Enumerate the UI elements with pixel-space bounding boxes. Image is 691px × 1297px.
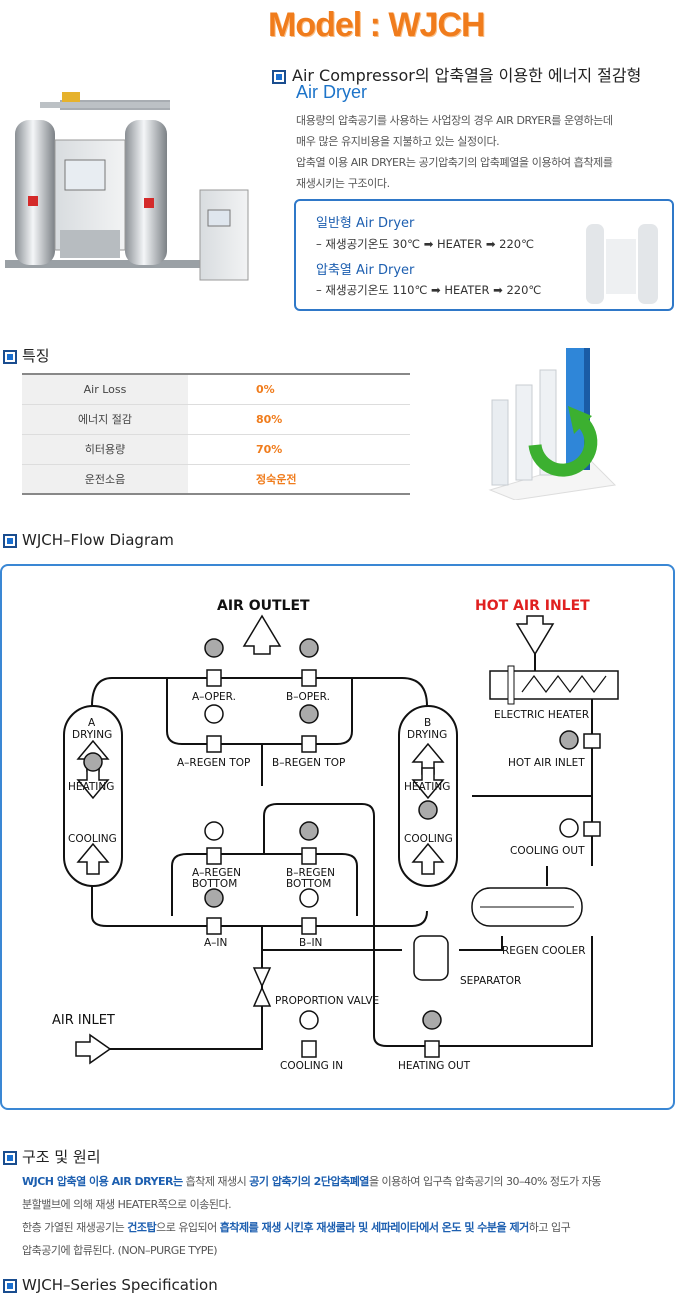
description-line: 매우 많은 유지비용을 지불하고 있는 실정이다.	[296, 135, 500, 148]
feature-value: 정숙운전	[188, 464, 410, 495]
tower-a-cooling: COOLING	[68, 833, 117, 845]
square-bullet-icon	[272, 69, 286, 84]
comparison-box: 일반형 Air Dryer – 재생공기온도 30℃ ➡ HEATER ➡ 22…	[294, 199, 674, 311]
compression-dryer-title: 압축열 Air Dryer	[316, 263, 415, 278]
b-oper-label: B–OPER.	[286, 691, 330, 703]
a-in-label: A–IN	[204, 937, 227, 949]
tower-b-drying: DRYING	[407, 729, 447, 741]
features-section-title: 특징	[3, 345, 50, 366]
feature-label: 에너지 절감	[22, 404, 188, 435]
square-bullet-icon	[3, 349, 17, 364]
highlight-text: 흡착제를 재생 시킨후 재생쿨라 및 세파레이타에서 온도 및 수분을 제거	[219, 1221, 529, 1234]
a-oper-label: A–OPER.	[192, 691, 236, 703]
principle-text: WJCH 압축열 이용 AIR DRYER는 흡착제 재생시 공기 압축기의 2…	[22, 1170, 682, 1262]
b-regen-bottom-label: B–REGEN	[286, 867, 335, 879]
air-outlet-label: AIR OUTLET	[217, 598, 310, 614]
separator-label: SEPARATOR	[460, 975, 521, 987]
principle-line: 분할밸브에 의해 재생 HEATER쪽으로 이송된다.	[22, 1198, 232, 1211]
body-text: 을 이용하여 입구측 압축공기의 30–40% 정도가 자동	[368, 1175, 602, 1188]
highlight-text: WJCH 압축열 이용 AIR DRYER는	[22, 1175, 183, 1188]
body-text: 한층 가열된 재생공기는	[22, 1221, 128, 1234]
product-description: 대용량의 압축공기를 사용하는 사업장의 경우 AIR DRYER를 운영하는데…	[296, 110, 676, 194]
feature-label: 운전소음	[22, 464, 188, 495]
regen-cooler-label: REGEN COOLER	[502, 945, 586, 957]
section-title-text: WJCH–Flow Diagram	[22, 531, 174, 549]
hot-air-inlet-top-label: HOT AIR INLET	[475, 598, 590, 614]
highlight-text: 건조탑	[127, 1221, 157, 1234]
b-in-label: B–IN	[299, 937, 322, 949]
heading-text: Air Compressor의 압축열을 이용한 에너지 절감형	[292, 66, 642, 85]
b-regen-top-label: B–REGEN TOP	[272, 757, 345, 769]
square-bullet-icon	[3, 1278, 17, 1293]
tower-b-label: B	[424, 717, 431, 729]
cooling-in-label: COOLING IN	[280, 1060, 343, 1072]
feature-label: Air Loss	[22, 373, 188, 405]
cooling-out-label: COOLING OUT	[510, 845, 585, 857]
tower-b-heating: HEATING	[404, 781, 450, 793]
spec-section-title: WJCH–Series Specification	[3, 1276, 218, 1294]
body-text: 하고 입구	[528, 1221, 571, 1234]
flow-section-title: WJCH–Flow Diagram	[3, 531, 174, 549]
section-title-text: WJCH–Series Specification	[22, 1276, 218, 1294]
description-line: 재생시키는 구조이다.	[296, 177, 390, 190]
tower-b-cooling: COOLING	[404, 833, 453, 845]
feature-value: 80%	[188, 404, 410, 435]
description-line: 압축열 이용 AIR DRYER는 공기압축기의 압축폐열을 이용하여 흡착제를	[296, 156, 613, 169]
tower-a-drying: DRYING	[72, 729, 112, 741]
heating-out-label: HEATING OUT	[398, 1060, 471, 1072]
principle-line: WJCH 압축열 이용 AIR DRYER는 흡착제 재생시 공기 압축기의 2…	[22, 1170, 682, 1193]
principle-line: 압축공기에 합류된다. (NON–PURGE TYPE)	[22, 1244, 218, 1257]
section-title-text: 구조 및 원리	[22, 1148, 101, 1166]
hot-air-inlet-label: HOT AIR INLET	[508, 757, 585, 769]
model-title: Model : WJCH	[268, 6, 486, 44]
square-bullet-icon	[3, 533, 17, 548]
energy-saving-graphic	[488, 348, 617, 500]
product-subheading: Air Dryer	[296, 82, 367, 102]
product-thumbnail	[586, 224, 658, 304]
general-dryer-row: – 재생공기온도 30℃ ➡ HEATER ➡ 220℃	[316, 237, 535, 251]
compression-dryer-row: – 재생공기온도 110℃ ➡ HEATER ➡ 220℃	[316, 283, 542, 297]
tower-a-heating: HEATING	[68, 781, 114, 793]
feature-value: 0%	[188, 373, 410, 405]
description-line: 대용량의 압축공기를 사용하는 사업장의 경우 AIR DRYER를 운영하는데	[296, 114, 613, 127]
a-regen-bottom-label: A–REGEN	[192, 867, 241, 879]
square-bullet-icon	[3, 1150, 17, 1165]
feature-value: 70%	[188, 434, 410, 465]
a-regen-bottom-label: BOTTOM	[192, 878, 237, 890]
b-regen-bottom-label: BOTTOM	[286, 878, 331, 890]
a-regen-top-label: A–REGEN TOP	[177, 757, 250, 769]
product-heading: Air Compressor의 압축열을 이용한 에너지 절감형	[272, 62, 641, 86]
body-text: 으로 유입되어	[156, 1221, 220, 1234]
principle-section-title: 구조 및 원리	[3, 1146, 101, 1167]
section-title-text: 특징	[22, 347, 50, 365]
air-inlet-label: AIR INLET	[52, 1013, 115, 1028]
highlight-text: 공기 압축기의 2단압축폐열	[249, 1175, 369, 1188]
proportion-valve-label: PROPORTION VALVE	[275, 995, 379, 1007]
feature-label: 히터용량	[22, 434, 188, 465]
general-dryer-title: 일반형 Air Dryer	[316, 216, 415, 231]
product-photo	[5, 92, 249, 281]
electric-heater-label: ELECTRIC HEATER	[494, 709, 589, 721]
tower-a-label: A	[88, 717, 96, 729]
flow-diagram: AIR OUTLET HOT AIR INLET ELECTRIC HEATER…	[0, 564, 675, 1110]
principle-line: 한층 가열된 재생공기는 건조탑으로 유입되어 흡착제를 재생 시킨후 재생쿨라…	[22, 1216, 682, 1239]
body-text: 흡착제 재생시	[182, 1175, 250, 1188]
flow-diagram-svg: AIR OUTLET HOT AIR INLET ELECTRIC HEATER…	[52, 598, 619, 1072]
